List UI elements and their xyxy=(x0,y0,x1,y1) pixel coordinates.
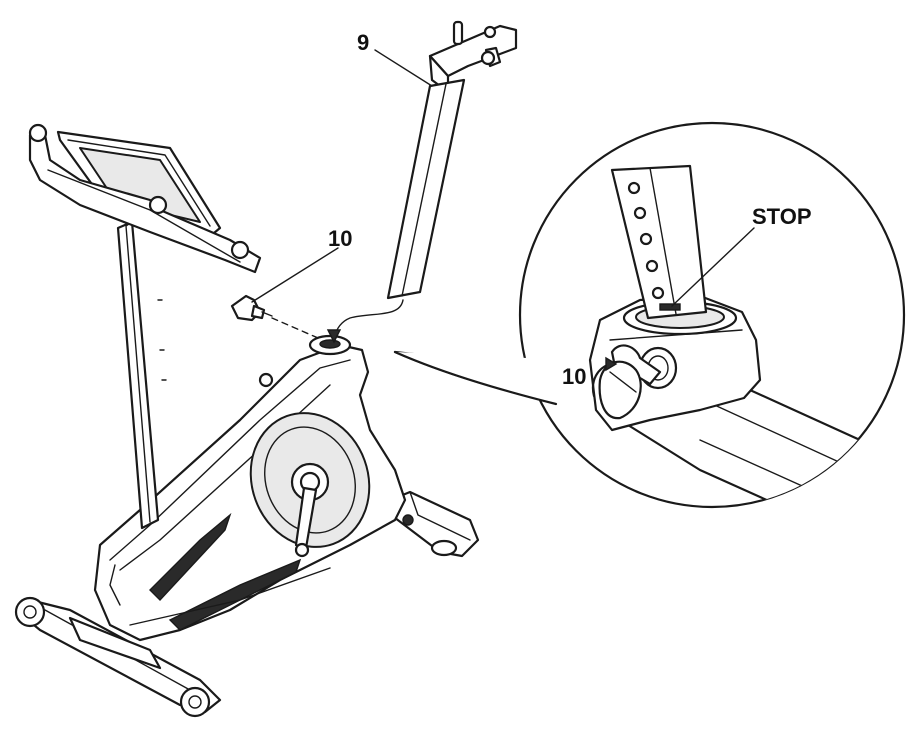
detail-callout xyxy=(393,121,906,509)
knob-part-10 xyxy=(230,294,273,322)
stop-label: STOP xyxy=(752,204,812,229)
stop-leader xyxy=(671,227,755,307)
handlebars xyxy=(28,123,262,274)
knob-insertion-line xyxy=(271,317,319,339)
detail-part-10-label: 10 xyxy=(562,364,586,389)
bike-body xyxy=(93,334,407,642)
front-stabilizer xyxy=(14,596,222,718)
exercise-bike xyxy=(14,123,480,718)
part-9-label: 9 xyxy=(357,30,369,55)
part-10-label: 10 xyxy=(328,226,352,251)
rear-stabilizer xyxy=(376,490,480,558)
part-9-leader xyxy=(374,49,433,87)
post-insertion-arrow xyxy=(326,299,404,344)
seat-post-part-9 xyxy=(386,20,518,300)
handlebar-upright xyxy=(116,220,167,530)
part-10-leader xyxy=(251,247,339,303)
